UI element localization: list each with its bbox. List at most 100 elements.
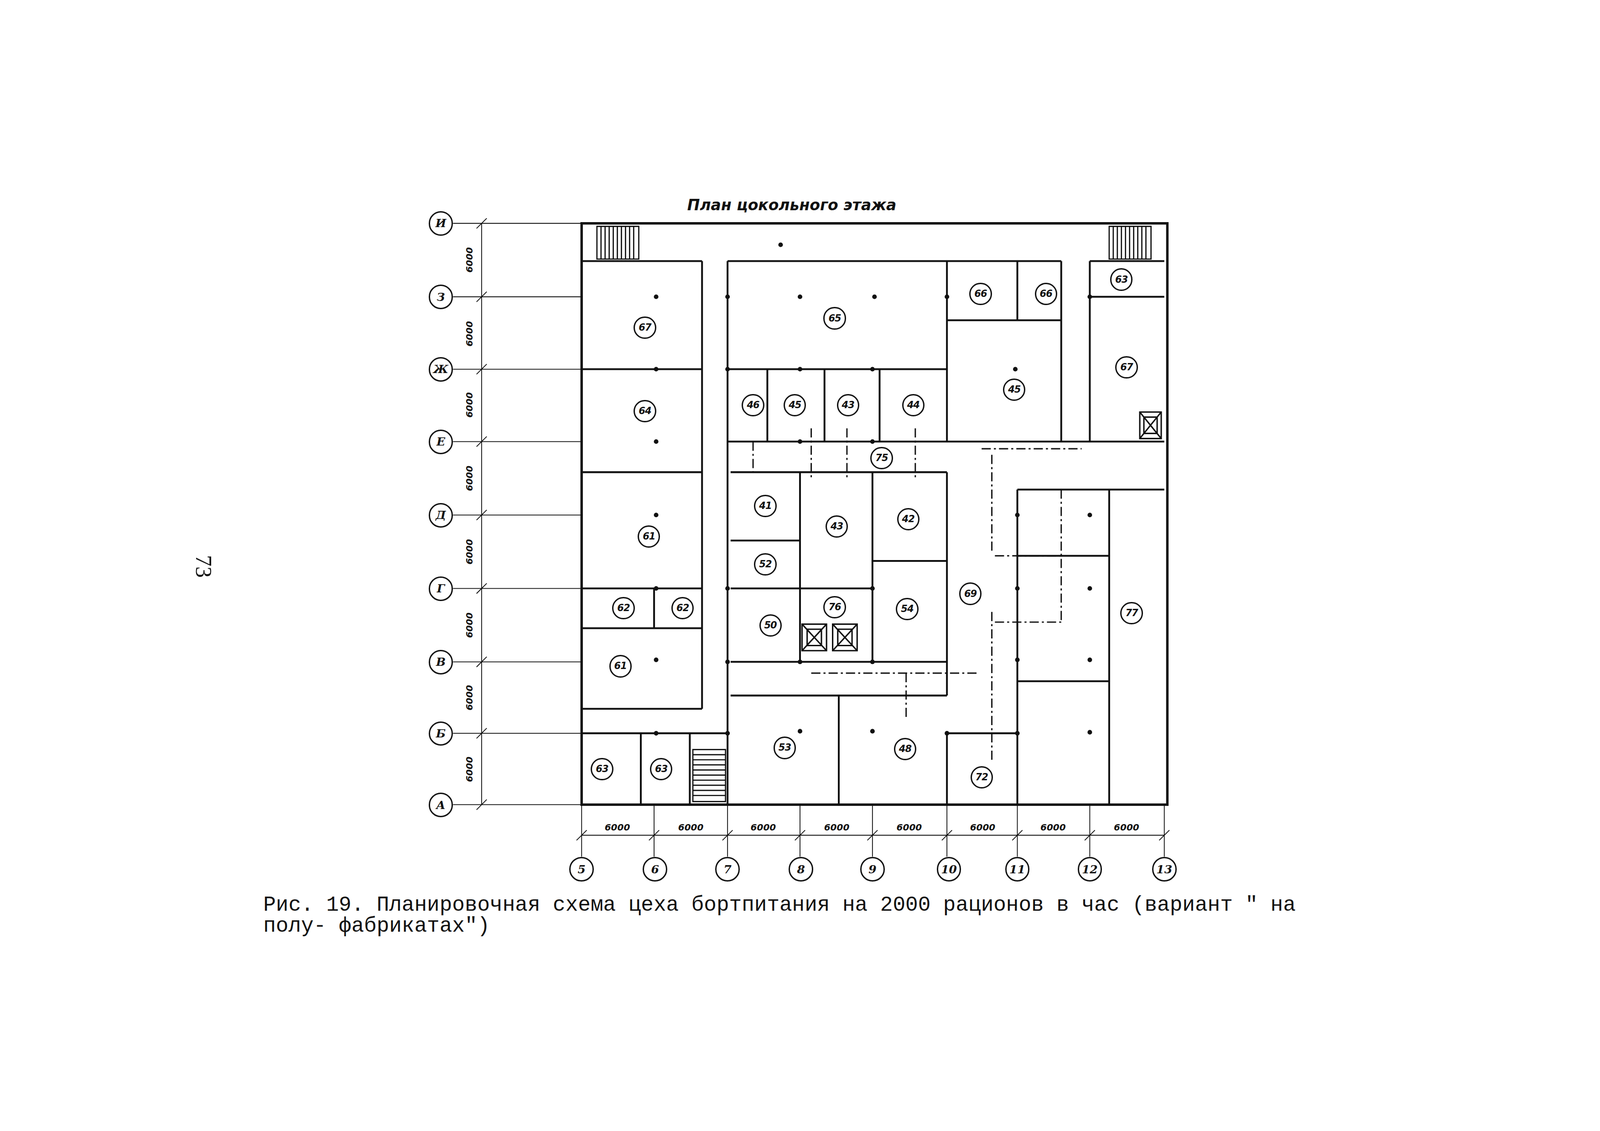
axis-bubble: Б <box>428 721 454 747</box>
axis-letter: 5 <box>577 863 586 876</box>
axis-lines <box>452 218 1170 858</box>
axis-bubble: 10 <box>936 857 962 882</box>
axis-bubble: 7 <box>715 857 740 882</box>
axis-bubble: 8 <box>788 857 814 882</box>
room-callout: 61 <box>637 525 660 548</box>
page-number: 73 <box>192 555 216 578</box>
room-callout: 62 <box>671 597 694 620</box>
room-callout: 54 <box>895 597 919 621</box>
room-number: 67 <box>1120 362 1133 373</box>
room-number: 45 <box>1007 384 1021 395</box>
outer-wall <box>581 223 1168 806</box>
room-number: 53 <box>778 742 791 753</box>
room-number: 43 <box>830 521 843 532</box>
dimension: 6000 <box>677 822 705 832</box>
room-callout: 63 <box>649 758 673 781</box>
room-number: 50 <box>763 620 777 631</box>
room-callout: 75 <box>870 446 893 470</box>
room-number: 77 <box>1125 608 1138 619</box>
room-callout: 63 <box>590 758 613 781</box>
room-number: 63 <box>654 764 668 775</box>
room-number: 65 <box>828 313 841 324</box>
room-number: 63 <box>595 764 608 775</box>
room-callout: 43 <box>825 515 848 538</box>
room-number: 41 <box>758 501 772 511</box>
room-number: 48 <box>898 744 912 754</box>
room-number: 61 <box>642 531 655 542</box>
axis-bubble: И <box>428 211 454 236</box>
axis-letter: З <box>436 291 445 303</box>
flow-lines <box>753 428 1082 763</box>
axis-bubble: 6 <box>642 857 668 882</box>
axis-letter: Е <box>436 436 446 448</box>
dimension: 6000 <box>464 320 474 348</box>
room-number: 76 <box>828 602 841 613</box>
axis-letter: А <box>436 799 446 811</box>
axis-bubble: 9 <box>860 857 885 882</box>
axis-letter: Г <box>436 582 445 595</box>
room-callout: 77 <box>1120 602 1143 625</box>
stairs <box>597 226 1152 802</box>
dimension: 6000 <box>464 246 474 275</box>
room-callout: 52 <box>753 553 777 576</box>
axis-letter: И <box>435 217 447 229</box>
room-callout: 50 <box>759 614 782 637</box>
room-callout: 67 <box>1115 356 1138 379</box>
axis-letter: 12 <box>1081 863 1098 876</box>
room-callout: 41 <box>753 494 777 518</box>
axis-bubble: 13 <box>1152 857 1177 882</box>
dimension: 6000 <box>464 612 474 640</box>
dimension: 6000 <box>464 391 474 419</box>
room-callout: 43 <box>836 394 860 417</box>
room-callout: 64 <box>633 400 656 423</box>
axis-bubble: Е <box>428 429 454 455</box>
room-callout: 45 <box>783 394 806 417</box>
axis-letter: В <box>436 656 446 668</box>
room-callout: 63 <box>1110 268 1133 291</box>
axis-bubble: А <box>428 792 454 818</box>
axis-letter: 11 <box>1009 863 1026 876</box>
room-callout: 66 <box>969 282 992 306</box>
axis-bubble: 5 <box>569 857 594 882</box>
axis-letter: Б <box>436 727 446 740</box>
room-callout: 61 <box>609 654 632 678</box>
room-number: 62 <box>676 603 689 613</box>
room-callout: 45 <box>1002 378 1026 401</box>
dimension: 6000 <box>603 822 632 832</box>
room-callout: 66 <box>1034 282 1058 306</box>
dimension: 6000 <box>464 755 474 784</box>
room-number: 42 <box>902 514 915 525</box>
axis-bubble: 11 <box>1005 857 1030 882</box>
axis-letter: 9 <box>868 863 877 876</box>
axis-letter: 7 <box>723 863 732 876</box>
room-number: 75 <box>875 453 888 463</box>
axis-bubble: Г <box>428 576 454 602</box>
axis-bubble: Д <box>428 503 454 528</box>
room-callout: 53 <box>773 736 796 759</box>
room-number: 43 <box>841 400 855 411</box>
elevators <box>801 411 1162 651</box>
axis-bubble: З <box>428 284 454 310</box>
room-number: 67 <box>638 322 651 333</box>
axis-letter: Д <box>435 509 446 521</box>
room-number: 45 <box>788 400 801 411</box>
room-callout: 67 <box>633 316 656 339</box>
room-number: 52 <box>758 559 772 570</box>
dimension: 6000 <box>969 822 997 832</box>
room-callout: 65 <box>823 306 846 330</box>
dimension: 6000 <box>1039 822 1067 832</box>
room-number: 64 <box>638 406 651 416</box>
room-number: 66 <box>974 289 987 299</box>
figure-caption: Рис. 19. Планировочная схема цеха бортпи… <box>263 894 1358 937</box>
dimension: 6000 <box>464 684 474 712</box>
dimension: 6000 <box>1112 822 1141 832</box>
columns <box>656 244 1091 734</box>
walls <box>581 260 1164 805</box>
dimension: 6000 <box>749 822 778 832</box>
plan-title: План цокольного этажа <box>687 197 897 213</box>
room-number: 69 <box>964 589 977 599</box>
room-callout: 44 <box>902 394 925 417</box>
room-number: 54 <box>900 604 914 614</box>
